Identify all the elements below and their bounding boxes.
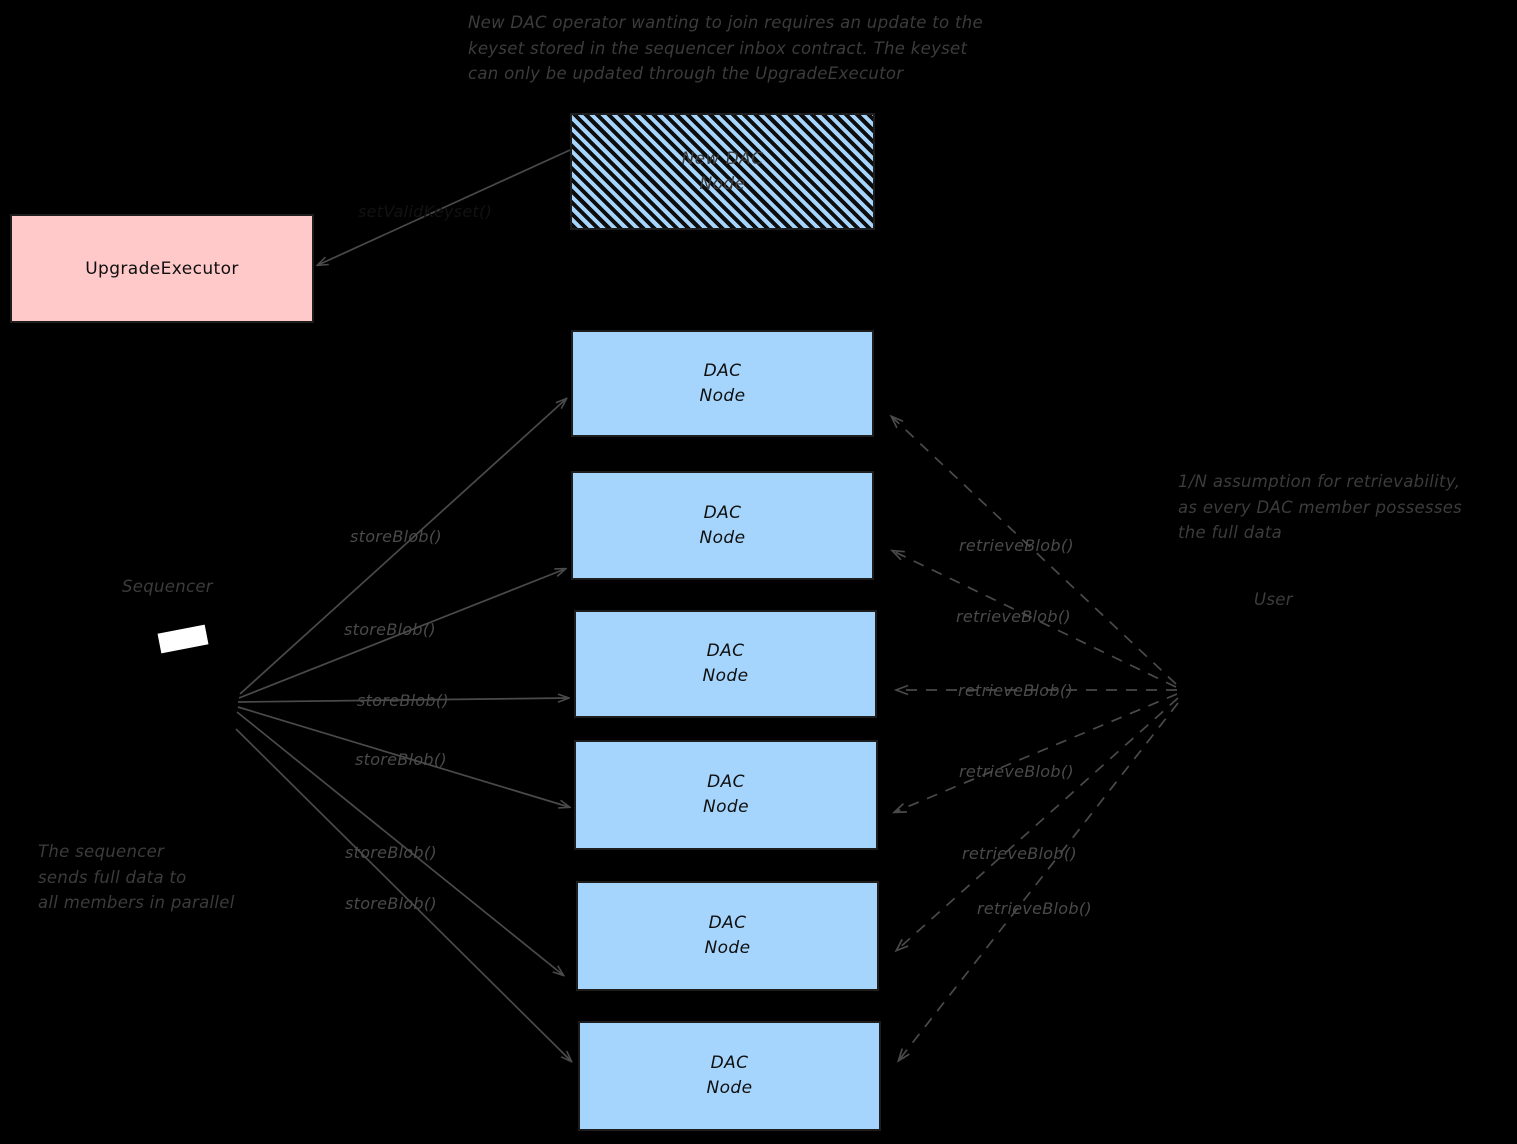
dac-node-box-4[interactable]: DAC Node: [574, 740, 878, 850]
upgrade-executor-box[interactable]: UpgradeExecutor: [10, 214, 314, 323]
dac-node-3-line2: Node: [702, 666, 749, 686]
edge-label-store-blob-2: storeBlob(): [344, 620, 436, 639]
edge-label-store-blob-6: storeBlob(): [345, 894, 437, 913]
edge-label-retrieve-blob-6: retrieveBlob(): [977, 899, 1092, 918]
sequencer-label: Sequencer: [122, 577, 213, 596]
note-top-keyset: New DAC operator wanting to join require…: [468, 13, 983, 84]
dac-node-box-2[interactable]: DAC Node: [571, 471, 874, 580]
dac-node-5-line1: DAC: [708, 913, 747, 934]
dac-node-4-line1: DAC: [707, 772, 745, 793]
edge-group-retrieve-blob: [892, 417, 1179, 1060]
edge-label-store-blob-3: storeBlob(): [357, 691, 449, 710]
edge-label-retrieve-blob-5: retrieveBlob(): [962, 844, 1077, 863]
dac-node-box-6[interactable]: DAC Node: [578, 1021, 881, 1131]
dac-node-3-line1: DAC: [706, 641, 745, 662]
dac-node-2-line1: DAC: [703, 502, 742, 523]
edge-group-store-blob: [235, 399, 571, 1061]
dac-node-box-1[interactable]: DAC Node: [571, 330, 874, 437]
dac-node-2-line2: Node: [699, 527, 746, 548]
edge-label-set-valid-keyset: setValidKeyset(): [358, 202, 493, 221]
edge-label-retrieve-blob-2: retrieveBlob(): [956, 607, 1071, 626]
dac-node-6-line1: DAC: [710, 1053, 749, 1074]
edge-label-store-blob-5: storeBlob(): [345, 843, 437, 862]
dac-node-box-3[interactable]: DAC Node: [574, 610, 877, 718]
edge-label-store-blob-4: storeBlob(): [355, 750, 447, 769]
edge-label-retrieve-blob-3: retrieveBlob(): [958, 681, 1073, 700]
dac-node-1-line1: DAC: [703, 360, 742, 381]
dac-node-4-line2: Node: [703, 797, 749, 817]
new-dac-node-box[interactable]: New DAC Node: [570, 113, 875, 230]
edge-label-retrieve-blob-1: retrieveBlob(): [959, 536, 1074, 555]
new-dac-node-line2: Node: [699, 173, 746, 194]
upgrade-executor-label: UpgradeExecutor: [85, 258, 239, 279]
edge-label-retrieve-blob-4: retrieveBlob(): [959, 762, 1074, 781]
dac-node-box-5[interactable]: DAC Node: [576, 881, 879, 991]
dac-node-5-line2: Node: [704, 938, 751, 958]
dac-node-1-line2: Node: [699, 385, 746, 406]
user-label: User: [1254, 590, 1293, 609]
edge-label-store-blob-1: storeBlob(): [350, 527, 442, 546]
note-sequencer-parallel: The sequencer sends full data to all mem…: [38, 842, 235, 913]
note-retrievability: 1/N assumption for retrievability, as ev…: [1178, 472, 1463, 543]
dac-node-6-line2: Node: [706, 1078, 753, 1098]
new-dac-node-line1: New DAC: [681, 148, 764, 169]
sequencer-icon: [157, 624, 209, 654]
